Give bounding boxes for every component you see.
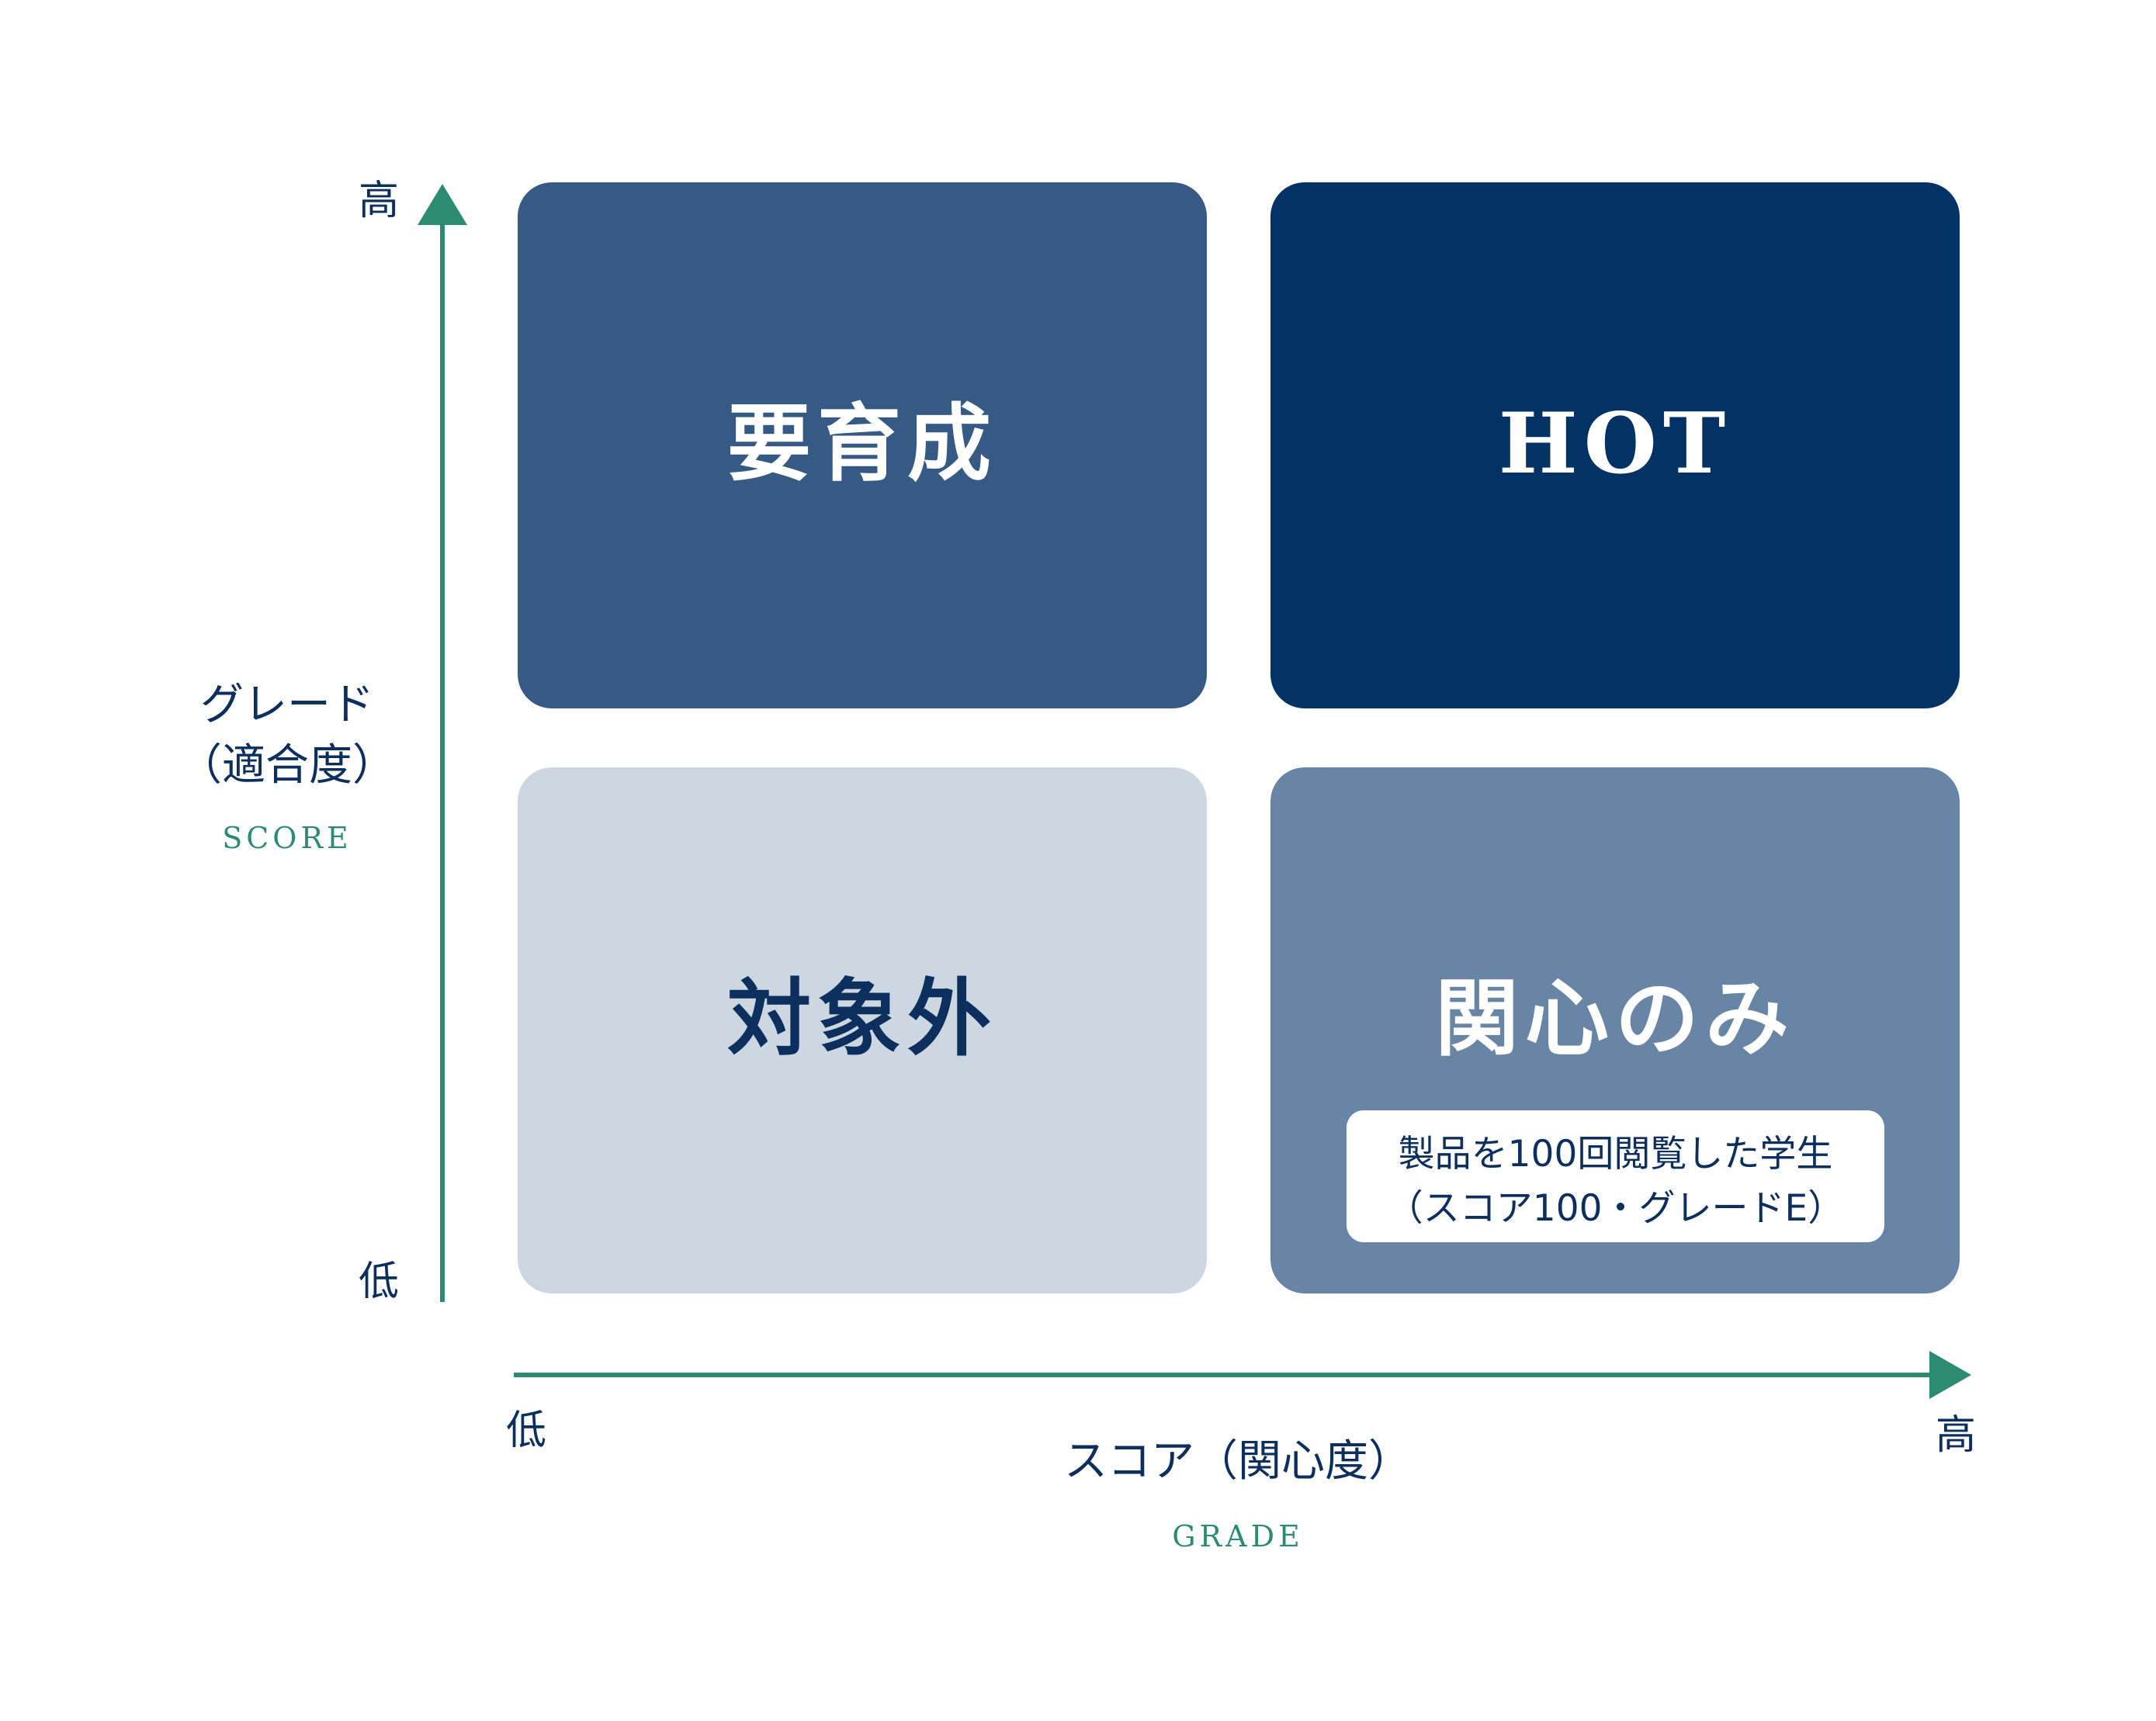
x-axis-subtitle: GRADE (1172, 1519, 1304, 1553)
quadrant-top-left: 要育成 (518, 182, 1207, 708)
quadrant-label: 対象外 (726, 970, 997, 1068)
x-axis-high-label: 高 (1936, 1412, 1977, 1459)
y-axis-low-label: 低 (359, 1259, 400, 1305)
y-axis-high-label: 高 (359, 178, 400, 224)
example-callout: 製品を100回閲覧した学生 （スコア100・グレードE） (1347, 1110, 1884, 1242)
quadrant-label: 関心のみ (1434, 970, 1795, 1068)
quadrant-label: HOT (1498, 395, 1732, 493)
callout-line-2: （スコア100・グレードE） (1386, 1187, 1845, 1230)
y-axis-title-line-2: （適合度） (179, 740, 396, 791)
y-axis-arrowhead (418, 184, 467, 225)
x-axis-arrowhead (1929, 1351, 1971, 1399)
callout-line-1: 製品を100回閲覧した学生 (1398, 1133, 1833, 1176)
y-axis-subtitle: SCORE (222, 821, 352, 855)
y-axis-title: グレード （適合度） (171, 675, 404, 796)
x-axis-low-label: 低 (506, 1408, 547, 1454)
y-axis-title-line-1: グレード (200, 680, 374, 730)
x-axis-title: スコア（関心度） (1064, 1436, 1412, 1487)
quadrant-label: 要育成 (726, 395, 997, 493)
quadrant-bottom-left: 対象外 (518, 767, 1207, 1293)
quadrant-top-right: HOT (1270, 182, 1960, 708)
